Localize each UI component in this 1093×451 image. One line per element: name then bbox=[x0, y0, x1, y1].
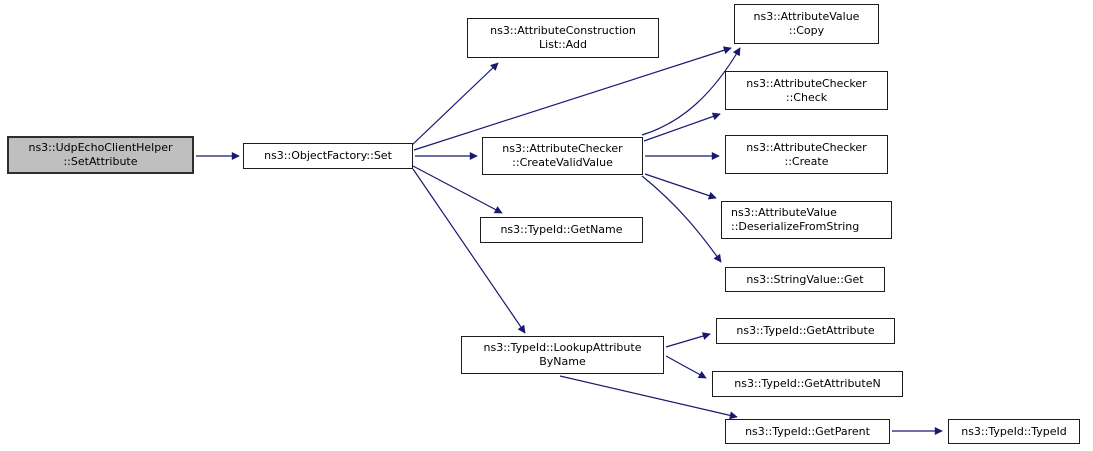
node-object-factory-set[interactable]: ns3::ObjectFactory::Set bbox=[243, 143, 413, 169]
edge-typeid-lookup-attribute-by-name--typeid-get-parent bbox=[559, 375, 738, 420]
node-label-line: ns3::AttributeConstruction bbox=[490, 24, 636, 37]
node-attribute-checker-create-valid-value[interactable]: ns3::AttributeChecker::CreateValidValue bbox=[482, 137, 643, 175]
node-label-line: ::SetAttribute bbox=[63, 155, 138, 168]
edge-object-factory-set--attribute-value-copy bbox=[413, 46, 732, 151]
node-attribute-checker-check[interactable]: ns3::AttributeChecker::Check bbox=[725, 71, 888, 110]
node-label-line: ns3::StringValue::Get bbox=[746, 272, 864, 286]
node-label-line: ns3::UdpEchoClientHelper bbox=[28, 141, 173, 154]
edge-attribute-checker-create-valid-value--attribute-value-copy bbox=[641, 47, 741, 136]
node-typeid-get-name[interactable]: ns3::TypeId::GetName bbox=[480, 217, 643, 243]
node-label-line: ns3::TypeId::GetName bbox=[500, 223, 623, 236]
edge-object-factory-set--typeid-get-name bbox=[412, 165, 503, 214]
node-typeid-typeid[interactable]: ns3::TypeId::TypeId bbox=[948, 419, 1080, 444]
edge-typeid-lookup-attribute-by-name--typeid-get-attribute-n bbox=[665, 355, 707, 379]
node-attribute-checker-create[interactable]: ns3::AttributeChecker::Create bbox=[725, 135, 888, 174]
node-label-line: ns3::TypeId::GetAttribute bbox=[736, 324, 875, 337]
node-label-line: ns3::TypeId::LookupAttribute bbox=[483, 341, 642, 354]
node-typeid-get-attribute-n[interactable]: ns3::TypeId::GetAttributeN bbox=[712, 371, 903, 397]
node-label-line: List::Add bbox=[539, 38, 587, 51]
node-label-line: ns3::TypeId::TypeId bbox=[961, 424, 1067, 438]
node-label-line: ::Copy bbox=[788, 24, 825, 37]
node-typeid-get-parent[interactable]: ns3::TypeId::GetParent bbox=[725, 419, 890, 444]
node-typeid-get-attribute[interactable]: ns3::TypeId::GetAttribute bbox=[716, 318, 895, 344]
node-udp-echo-client-helper-set-attribute[interactable]: ns3::UdpEchoClientHelper::SetAttribute bbox=[7, 136, 194, 174]
node-label-line: ::CreateValidValue bbox=[512, 156, 613, 169]
node-label-line: ns3::TypeId::GetParent bbox=[745, 424, 870, 438]
node-label-line: ByName bbox=[539, 355, 586, 368]
edge-attribute-checker-create-valid-value--attribute-value-deserialize-from-string bbox=[644, 173, 717, 200]
node-attribute-value-copy[interactable]: ns3::AttributeValue::Copy bbox=[734, 4, 879, 44]
node-label-line: ns3::AttributeChecker bbox=[746, 76, 867, 90]
node-label-line: ns3::ObjectFactory::Set bbox=[264, 149, 392, 162]
node-label-line: ::Check bbox=[785, 90, 828, 104]
edge-object-factory-set--attribute-construction-list-add bbox=[410, 62, 499, 147]
edge-object-factory-set--typeid-lookup-attribute-by-name bbox=[412, 168, 526, 334]
node-label-line: ::DeserializeFromString bbox=[731, 220, 860, 233]
node-attribute-value-deserialize-from-string[interactable]: ns3::AttributeValue::DeserializeFromStri… bbox=[721, 201, 892, 239]
node-label-line: ns3::TypeId::GetAttributeN bbox=[734, 377, 881, 390]
node-string-value-get[interactable]: ns3::StringValue::Get bbox=[725, 267, 885, 292]
node-label-line: ns3::AttributeValue bbox=[753, 10, 860, 23]
node-label-line: ns3::AttributeChecker bbox=[502, 142, 623, 155]
edge-attribute-checker-create-valid-value--attribute-checker-check bbox=[643, 112, 721, 142]
node-label-line: ::Create bbox=[784, 154, 829, 168]
edge-typeid-lookup-attribute-by-name--typeid-get-attribute bbox=[665, 332, 711, 348]
edge-attribute-checker-create-valid-value--string-value-get bbox=[641, 175, 722, 263]
node-label-line: ns3::AttributeChecker bbox=[746, 140, 867, 154]
node-label-line: ns3::AttributeValue bbox=[731, 206, 837, 219]
